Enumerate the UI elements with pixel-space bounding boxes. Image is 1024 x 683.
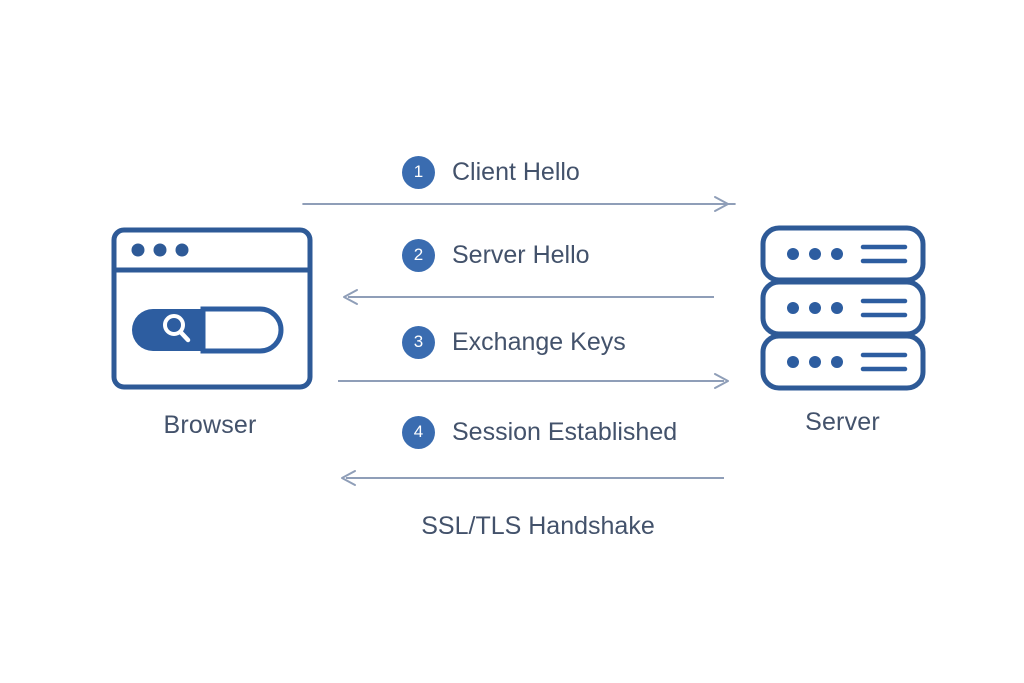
- step-badge-2: 2: [402, 238, 435, 272]
- step-badge-4: 4: [402, 415, 435, 449]
- browser-endpoint-label: Browser: [163, 411, 257, 439]
- browser-endpoint: Browser: [95, 222, 325, 440]
- message-label-1: Client Hello: [452, 157, 580, 186]
- server-status-dot: [830, 248, 843, 260]
- step-badge-3: 3: [402, 325, 435, 359]
- message-row-1: 1 Client Hello: [402, 155, 580, 189]
- arrow-server-hello: [343, 289, 714, 305]
- search-icon: [162, 314, 185, 336]
- message-label-4: Session Established: [452, 417, 678, 446]
- search-input-outline: [200, 306, 283, 354]
- server-status-dot: [830, 356, 843, 368]
- arrow-client-hello: [302, 196, 736, 212]
- server-status-dot: [808, 248, 821, 260]
- message-row-3: 3 Exchange Keys: [402, 325, 626, 359]
- server-status-dot: [830, 302, 843, 314]
- arrow-exchange-keys: [338, 373, 729, 389]
- message-label-3: Exchange Keys: [452, 327, 626, 356]
- message-label-2: Server Hello: [452, 240, 590, 269]
- server-status-dot: [786, 248, 799, 260]
- diagram-caption: SSL/TLS Handshake: [0, 512, 1024, 541]
- server-unit: [760, 333, 925, 391]
- server-stack-icon: [760, 225, 925, 391]
- diagram-caption-text: SSL/TLS Handshake: [421, 512, 655, 540]
- server-endpoint: Server: [750, 222, 935, 437]
- server-status-dot: [786, 356, 799, 368]
- server-unit: [760, 279, 925, 337]
- browser-window-icon: [111, 227, 312, 390]
- server-unit: [760, 225, 925, 283]
- titlebar-dot: [175, 243, 188, 257]
- server-status-dot: [808, 302, 821, 314]
- message-row-4: 4 Session Established: [402, 415, 677, 449]
- message-row-2: 2 Server Hello: [402, 238, 590, 272]
- step-badge-1: 1: [402, 155, 435, 189]
- arrow-session-established: [341, 470, 724, 486]
- server-status-dot: [808, 356, 821, 368]
- server-status-dot: [786, 302, 799, 314]
- titlebar-dot: [131, 243, 144, 257]
- titlebar-dot: [153, 243, 166, 257]
- server-endpoint-label: Server: [805, 408, 880, 436]
